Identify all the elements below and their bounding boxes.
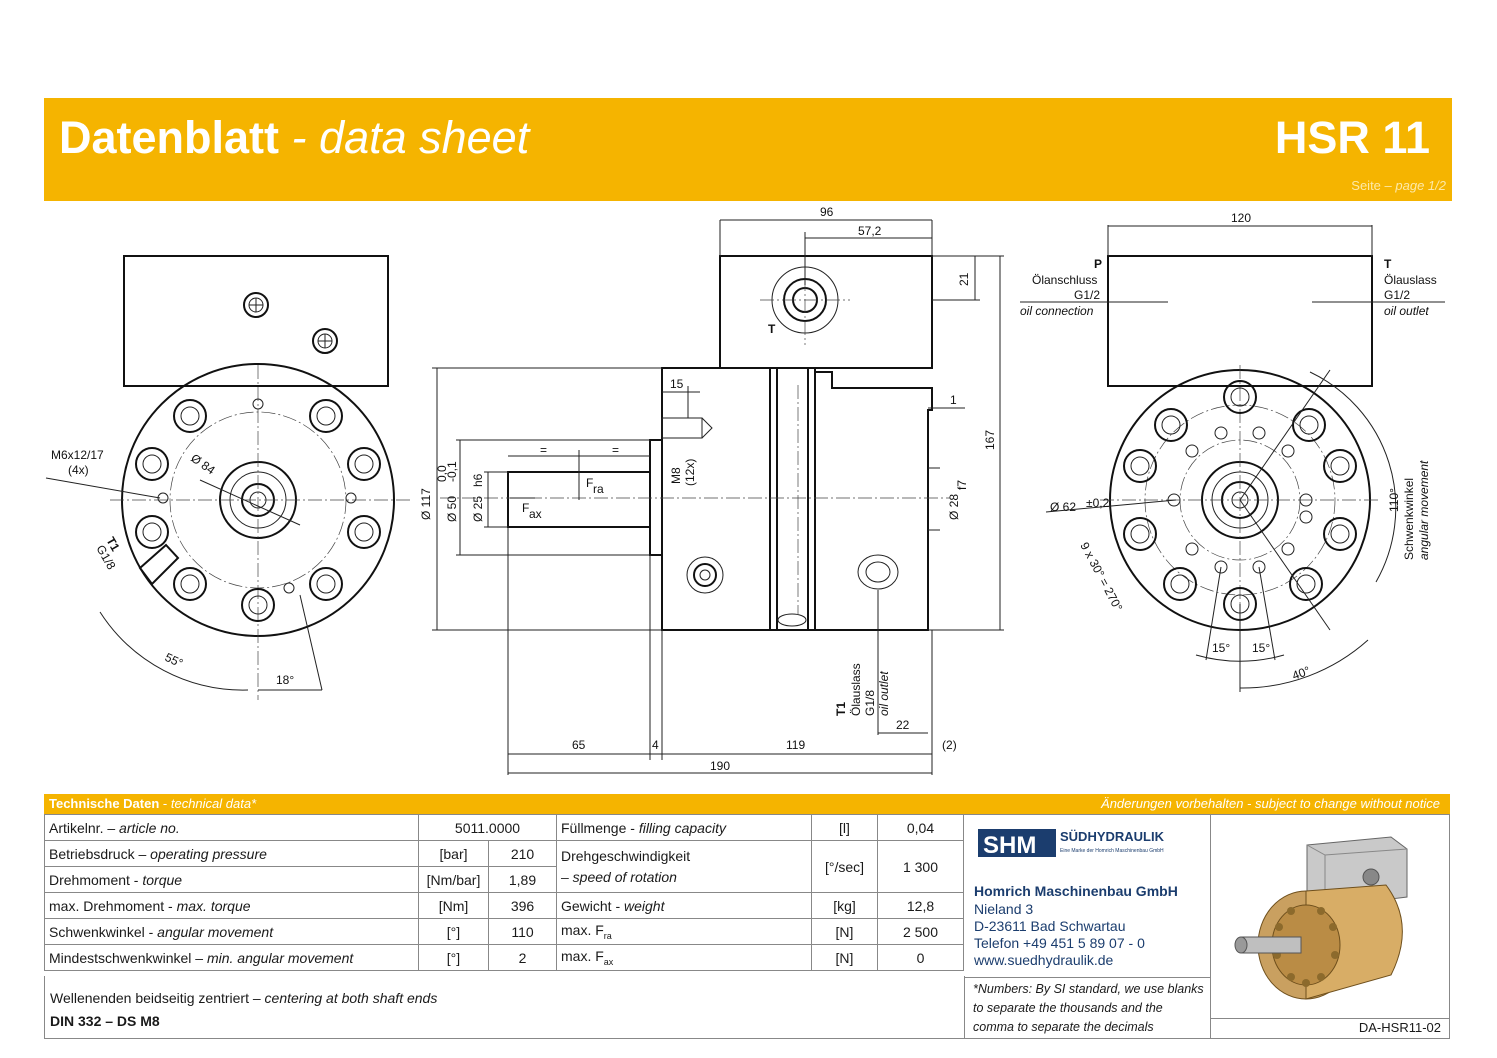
port-t-thread: G1/2 [1384, 288, 1410, 302]
port-p-thread: G1/2 [1074, 288, 1100, 302]
dim-d50-tol-lower: -0,1 [445, 461, 459, 482]
dim-d117: Ø 117 [419, 488, 433, 520]
force-fra-label: F [586, 476, 593, 490]
svg-text:SHM: SHM [983, 832, 1036, 859]
port-t1-de: Ölauslass [849, 663, 863, 716]
dim-15: 15 [670, 377, 684, 391]
shaft-centering-note: Wellenenden beidseitig zentriert – cente… [44, 976, 965, 1039]
table-header: Technische Daten - technical data* Änder… [44, 794, 1450, 814]
force-fax-sub: ax [529, 507, 542, 521]
swing-angle-de: Schwenkwinkel [1402, 478, 1416, 560]
angle-15-right: 15° [1252, 641, 1270, 655]
angle-18: 18° [276, 673, 294, 687]
port-p-de: Ölanschluss [1032, 273, 1097, 287]
angle-110: 110° [1387, 488, 1401, 512]
company-address: Nieland 3 D-23611 Bad Schwartau Telefon … [974, 901, 1145, 969]
dim-d25-fit: h6 [471, 473, 485, 487]
header-banner: Datenblatt - data sheet HSR 11 Seite – p… [44, 98, 1452, 201]
title-en: data sheet [319, 112, 530, 163]
dim-1: 1 [950, 393, 957, 407]
dim-57-2: 57,2 [858, 224, 882, 238]
dim-21: 21 [957, 272, 971, 286]
table-row: Artikelnr. – article no. 5011.0000 Füllm… [44, 814, 964, 841]
page-title: Datenblatt - data sheet [59, 112, 529, 164]
svg-text:Eine Marke der Homrich Maschin: Eine Marke der Homrich Maschinenbau GmbH [1060, 848, 1164, 854]
thread-count-label: (4x) [68, 463, 89, 477]
dim-d50: Ø 50 [445, 496, 459, 522]
dim-22: 22 [896, 718, 910, 732]
address-phone: Telefon +49 451 5 89 07 - 0 [974, 935, 1145, 951]
table-title: Technische Daten - technical data* [49, 796, 257, 811]
end-view: 120 P Ölanschluss G1/2 oil connection T … [1020, 211, 1445, 692]
thread-m8-count: (12x) [683, 459, 697, 486]
dim-d28: Ø 28 [947, 494, 961, 520]
change-notice: Änderungen vorbehalten - subject to chan… [1101, 796, 1440, 811]
port-t1-label: T1 [834, 702, 848, 716]
angle-55: 55° [163, 650, 186, 670]
address-street: Nieland 3 [974, 901, 1034, 917]
table-row: Mindestschwenkwinkel – min. angular move… [44, 944, 964, 971]
page-de: Seite – [1351, 178, 1392, 193]
dim-d28-fit: f7 [955, 480, 969, 490]
port-t1-thread: G1/8 [863, 690, 877, 716]
port-t1-left-label: T1 [103, 535, 122, 554]
force-fra-sub: ra [593, 482, 604, 496]
dim-65: 65 [572, 738, 586, 752]
document-number: DA-HSR11-02 [1211, 1018, 1450, 1039]
page-indicator: Seite – page 1/2 [1351, 178, 1446, 193]
equal-mark-1: = [540, 443, 547, 457]
company-website-link[interactable]: www.suedhydraulik.de [974, 952, 1114, 968]
thread-label: M6x12/17 [51, 448, 104, 462]
force-fax-label: F [522, 501, 529, 515]
dim-190: 190 [710, 759, 730, 773]
model-name: HSR 11 [1274, 112, 1430, 163]
dim-167: 167 [983, 430, 997, 450]
dim-120: 120 [1231, 211, 1251, 225]
dim-4: 4 [652, 738, 659, 752]
dim-2: (2) [942, 738, 957, 752]
spec-table: Artikelnr. – article no. 5011.0000 Füllm… [44, 814, 964, 971]
port-t-label: T [1384, 257, 1392, 271]
address-city: D-23611 Bad Schwartau [974, 918, 1126, 934]
port-t-en: oil outlet [1384, 304, 1429, 318]
dim-d62: Ø 62 [1050, 500, 1076, 514]
table-row: Schwenkwinkel - angular movement [°] 110… [44, 918, 964, 945]
dim-119: 119 [786, 738, 805, 752]
equal-mark-2: = [612, 443, 619, 457]
port-t-de: Ölauslass [1384, 273, 1437, 287]
technical-data-section: Technische Daten - technical data* Änder… [44, 794, 1450, 1039]
dim-d84: Ø 84 [188, 451, 218, 478]
technical-drawing: M6x12/17 (4x) Ø 84 T1 G1/8 55° 18° T 9 [45, 205, 1445, 775]
port-t1-en: oil outlet [877, 671, 891, 716]
actuator-render [1234, 836, 1408, 1000]
dim-d50-tol-upper: 0,0 [435, 465, 449, 482]
dim-d62-tol: ±0,2 [1086, 496, 1110, 510]
angle-9x30: 9 x 30° = 270° [1077, 540, 1125, 614]
svg-text:SÜDHYDRAULIK: SÜDHYDRAULIK [1060, 829, 1165, 844]
number-format-note: *Numbers: By SI standard, we use blanks … [964, 976, 1211, 1039]
product-image [1211, 814, 1450, 1019]
title-de: Datenblatt [59, 112, 280, 163]
company-logo: SHM SÜDHYDRAULIK Eine Marke der Homrich … [978, 829, 1165, 859]
table-row: Betriebsdruck – operating pressure [bar]… [44, 840, 964, 893]
angle-15-left: 15° [1212, 641, 1230, 655]
page-en: page 1/2 [1395, 178, 1446, 193]
company-name: Homrich Maschinenbau GmbH [974, 883, 1178, 899]
left-view: M6x12/17 (4x) Ø 84 T1 G1/8 55° 18° [45, 255, 410, 700]
dim-96: 96 [820, 205, 834, 219]
port-p-en: oil connection [1020, 304, 1094, 318]
swing-angle-en: angular movement [1417, 460, 1431, 560]
side-view: T 96 57,2 21 167 15 1 Ø 28 f7 Ø 11 [419, 205, 1004, 775]
port-t-marker: T [768, 322, 776, 336]
title-separator: - [291, 112, 307, 163]
dim-d25: Ø 25 [471, 496, 485, 522]
table-row: max. Drehmoment - max. torque [Nm] 396 G… [44, 892, 964, 919]
port-p-label: P [1094, 257, 1102, 271]
thread-m8: M8 [669, 467, 683, 484]
company-info: SHM SÜDHYDRAULIK Eine Marke der Homrich … [964, 814, 1211, 978]
angle-40: 40° [1290, 663, 1312, 682]
